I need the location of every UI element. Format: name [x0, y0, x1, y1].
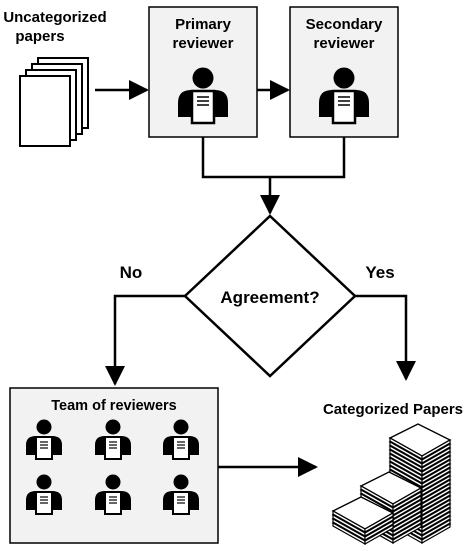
decision-label: Agreement?: [220, 288, 319, 307]
no-label: No: [120, 263, 143, 282]
secondary-reviewer-node: Secondary reviewer: [289, 6, 399, 138]
edge-yes: [355, 294, 416, 381]
yes-label: Yes: [365, 263, 394, 282]
edge-reviewers-to-decision: [201, 137, 346, 215]
secondary-label-line1: Secondary: [306, 16, 383, 33]
edge-no: [105, 294, 185, 386]
categorized-label: Categorized Papers: [323, 401, 463, 418]
team-node: Team of reviewers: [9, 387, 219, 544]
uncategorized-node: Uncategorized papers: [3, 9, 107, 147]
secondary-label-line2: reviewer: [314, 35, 375, 52]
uncategorized-label-line2: papers: [15, 28, 64, 45]
team-label: Team of reviewers: [51, 398, 176, 414]
team-box: [9, 387, 219, 544]
primary-label-line1: Primary: [175, 16, 232, 33]
decision-node: Agreement?: [183, 214, 357, 378]
primary-label-line2: reviewer: [173, 35, 234, 52]
primary-reviewer-node: Primary reviewer: [148, 6, 258, 138]
decision-diamond: [183, 214, 357, 378]
sorted-paper-stacks-icon: [332, 423, 451, 545]
paper-stack-icon: [19, 57, 89, 147]
uncategorized-label-line1: Uncategorized: [3, 9, 106, 26]
